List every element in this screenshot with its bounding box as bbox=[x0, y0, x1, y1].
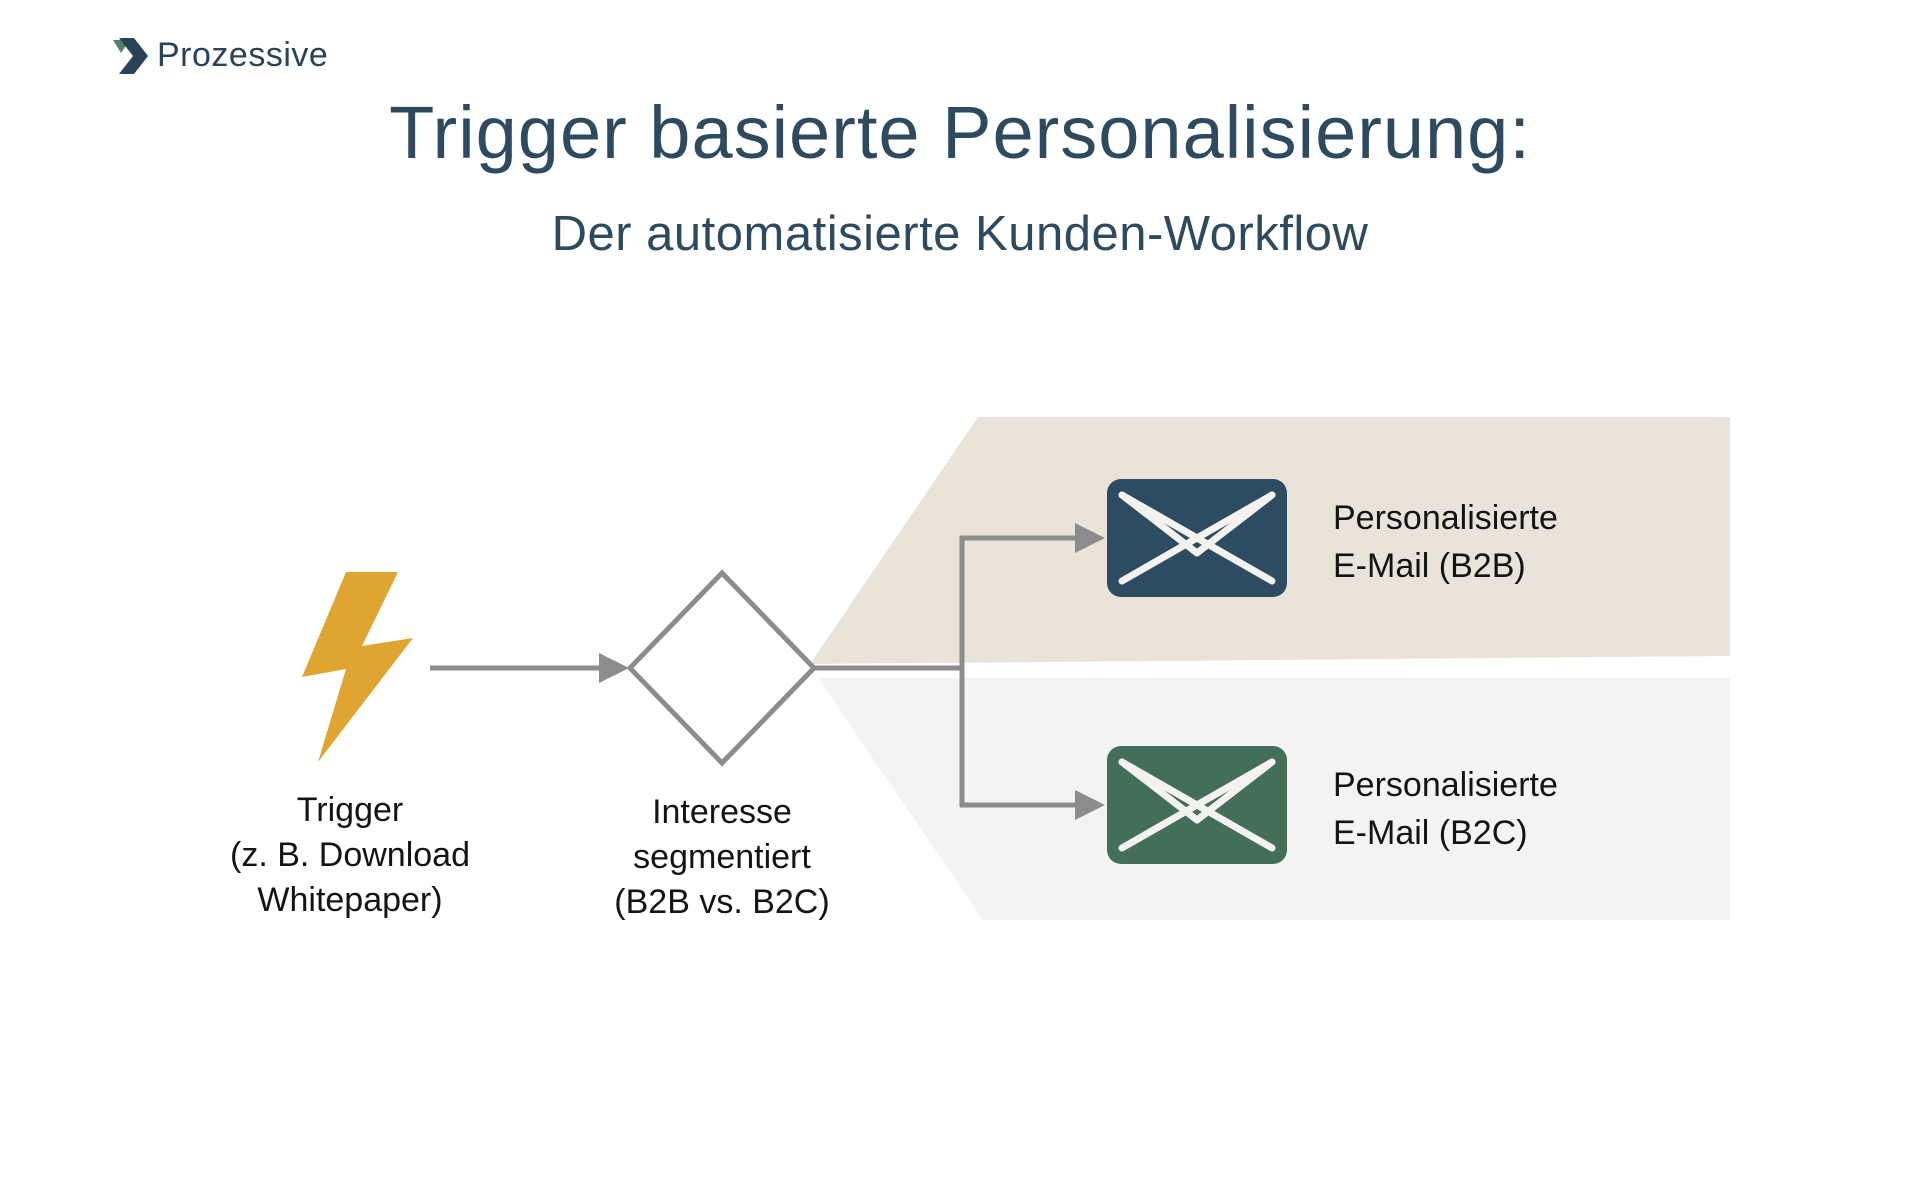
trigger-label: Trigger (z. B. Download Whitepaper) bbox=[200, 788, 500, 923]
decision-label: Interesse segmentiert (B2B vs. B2C) bbox=[572, 790, 872, 925]
b2c-label-line2: E-Mail (B2C) bbox=[1333, 814, 1528, 852]
trigger-label-line3: Whitepaper) bbox=[257, 881, 443, 919]
decision-label-line2: segmentiert bbox=[633, 838, 811, 876]
lightning-bolt-icon bbox=[302, 572, 413, 762]
page-subtitle: Der automatisierte Kunden-Workflow bbox=[551, 207, 1369, 261]
trigger-label-line2: (z. B. Download bbox=[230, 836, 470, 874]
decision-diamond bbox=[626, 569, 818, 767]
b2c-label-line1: Personalisierte bbox=[1333, 766, 1558, 804]
decision-label-line3: (B2B vs. B2C) bbox=[614, 883, 830, 921]
envelope-b2b-icon bbox=[1107, 479, 1287, 597]
trigger-label-line1: Trigger bbox=[296, 791, 404, 829]
b2b-label-line2: E-Mail (B2B) bbox=[1333, 547, 1526, 585]
page-title: Trigger basierte Personalisierung: bbox=[389, 91, 1531, 174]
chevron-logo-icon bbox=[113, 37, 148, 74]
arrowhead-decision bbox=[599, 653, 629, 683]
b2b-label: Personalisierte E-Mail (B2B) bbox=[1333, 494, 1693, 590]
b2c-label: Personalisierte E-Mail (B2C) bbox=[1333, 761, 1693, 857]
envelope-b2c-icon bbox=[1107, 746, 1287, 864]
decision-label-line1: Interesse bbox=[652, 793, 792, 831]
b2b-label-line1: Personalisierte bbox=[1333, 499, 1558, 537]
arrowhead-b2c bbox=[1075, 790, 1105, 820]
brand-name: Prozessive bbox=[157, 36, 329, 74]
arrowhead-b2b bbox=[1075, 523, 1105, 553]
brand-logo: Prozessive bbox=[112, 36, 328, 75]
